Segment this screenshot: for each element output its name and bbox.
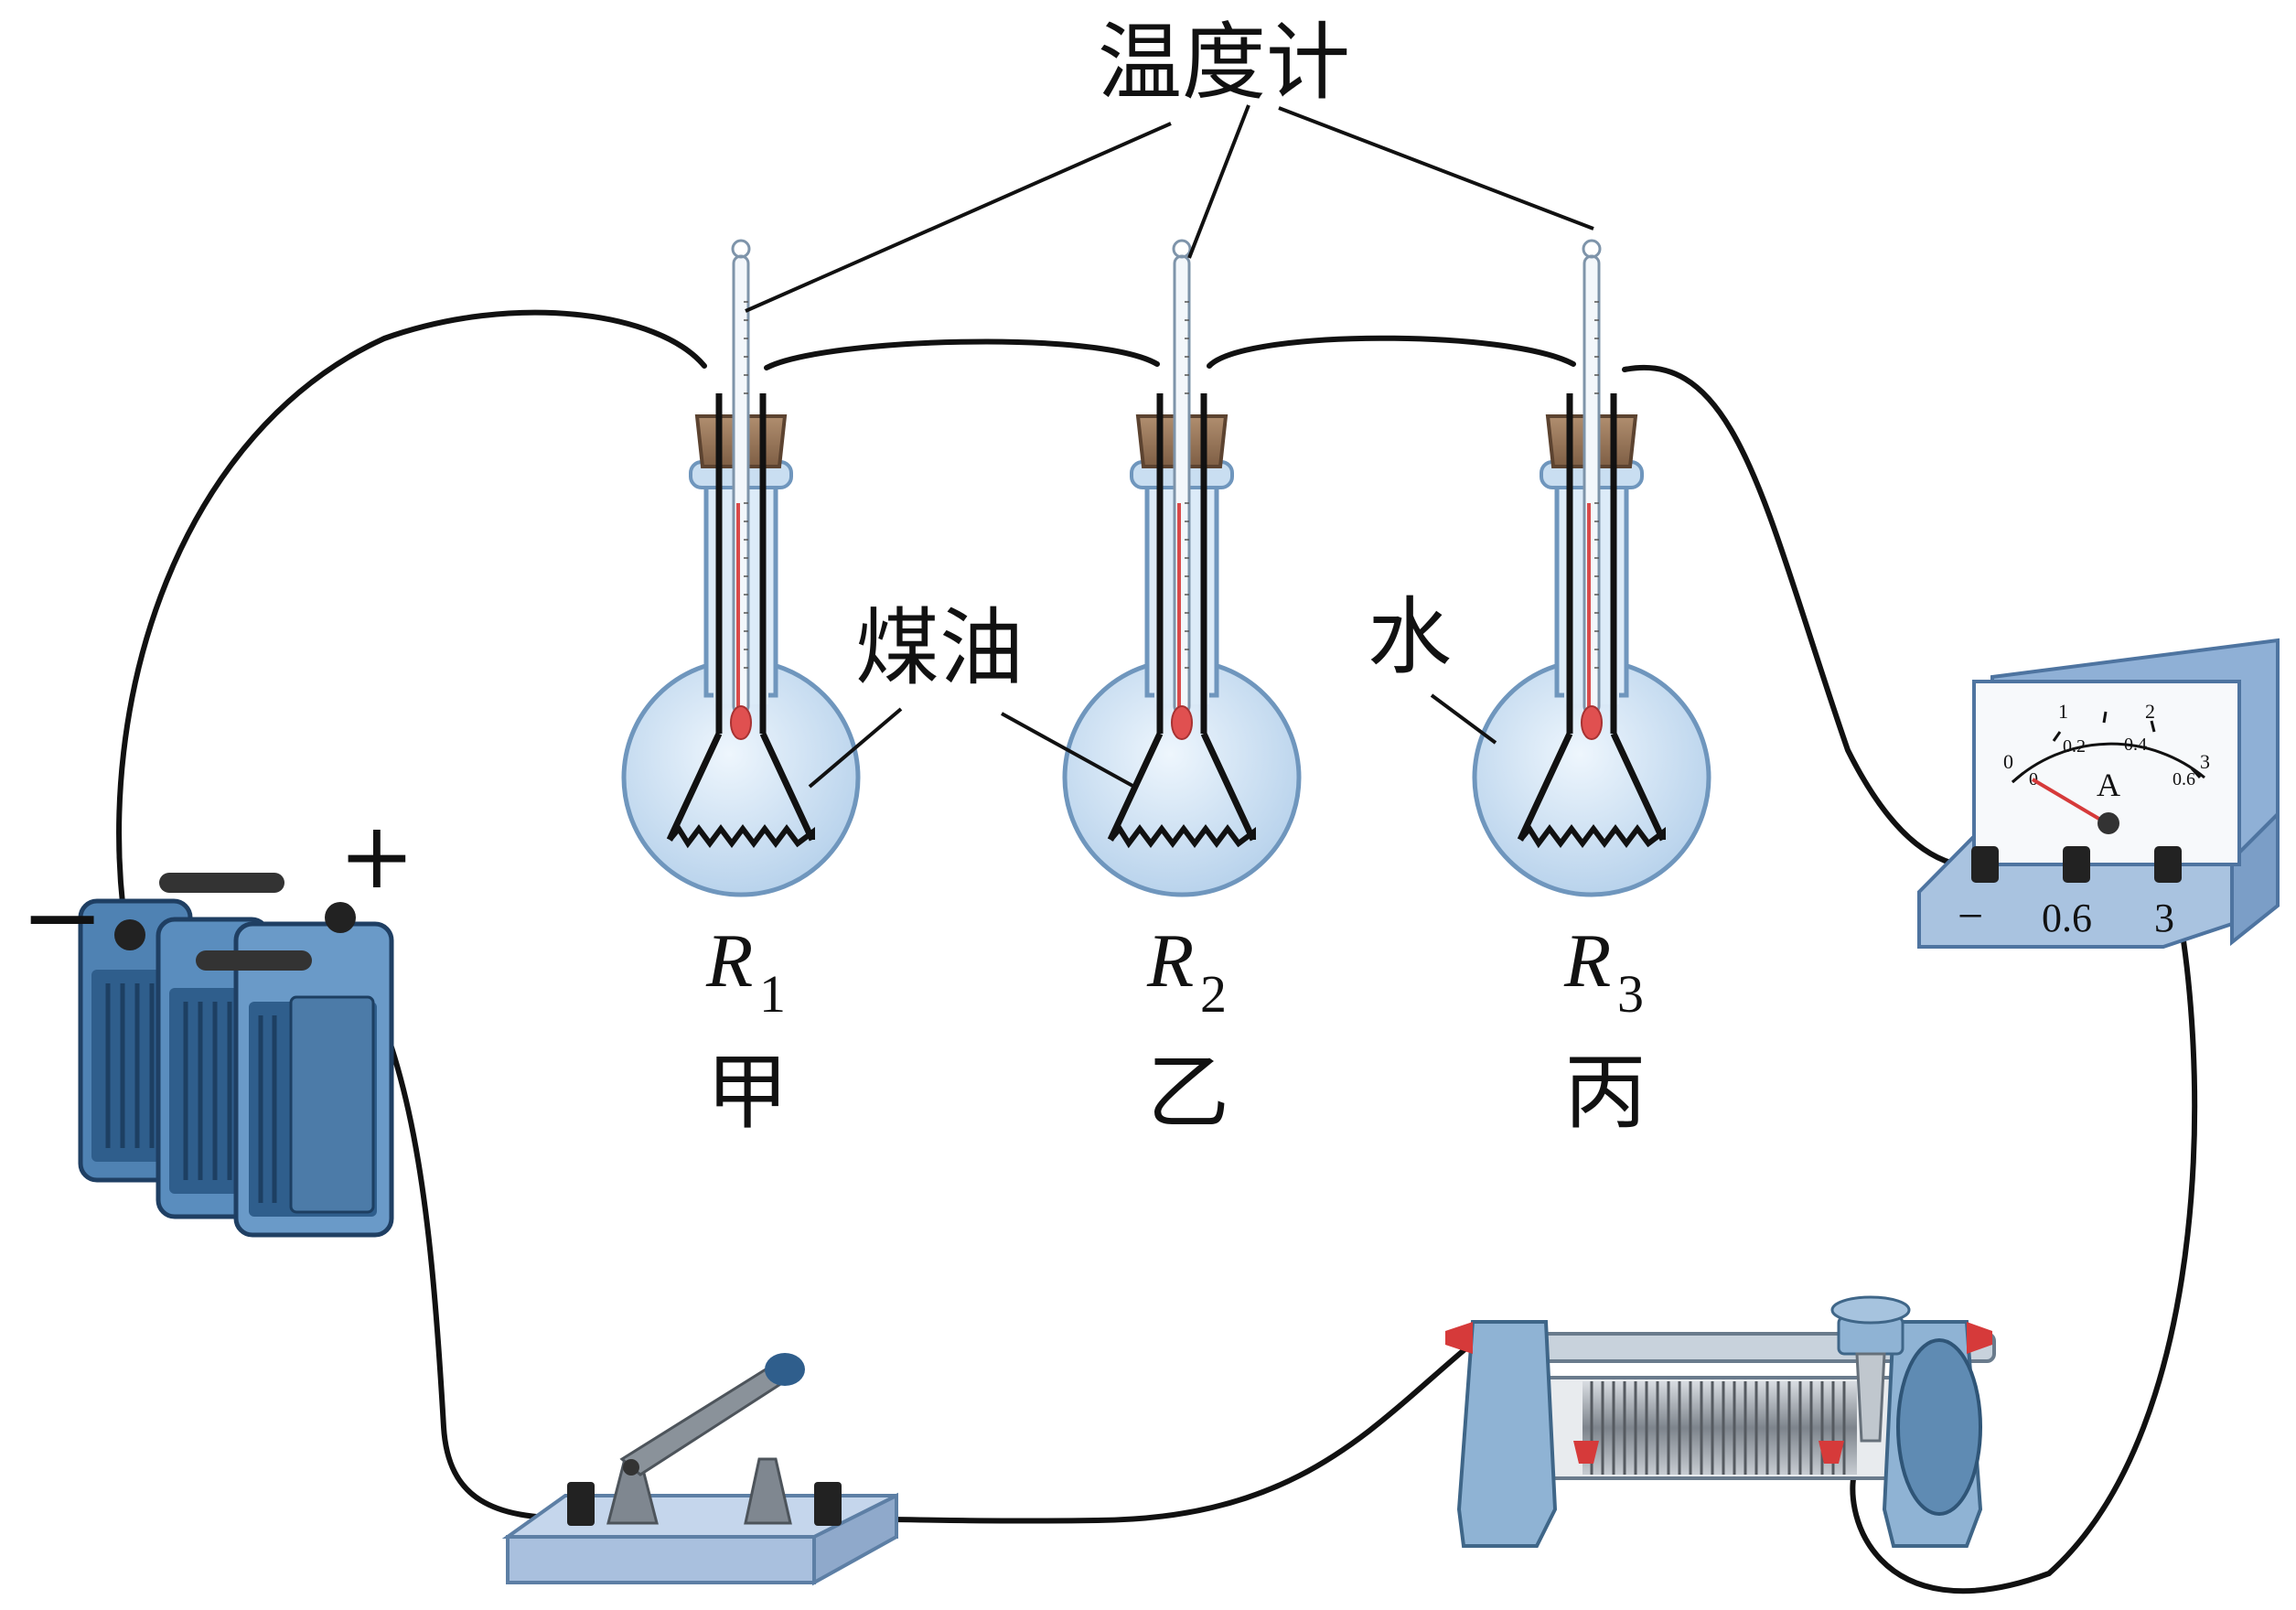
flask-r2 [1065,241,1299,895]
r2-label: R 2 [1146,918,1227,1024]
thermometer-label: 温度计 [1098,14,1350,112]
r3-label: R 3 [1563,918,1644,1024]
negative-sign: − [20,858,104,975]
ammeter-unit: A [2097,767,2120,803]
water-leader [1430,693,1497,745]
rheostat-slider[interactable] [1830,1295,1911,1443]
svg-text:1: 1 [759,964,786,1024]
wire-ammeter-to-rheostat [1850,864,2198,1594]
thermometer-leaders [745,104,1594,313]
knife-switch[interactable] [501,1353,898,1586]
battery-positive-terminal [325,902,356,933]
svg-text:R: R [1146,918,1194,1004]
name-jia: 甲 [706,1045,789,1141]
rheostat-terminal-c [1573,1441,1599,1464]
flask-r1 [624,241,858,895]
battery-pack [78,873,394,1238]
svg-text:0.6: 0.6 [2173,769,2195,789]
rheostat-terminal-d [1819,1441,1844,1464]
water-label: 水 [1368,588,1452,686]
ammeter-needle [2031,778,2108,825]
wire-r3-to-ammeter [1622,365,1986,871]
flask-r3 [1475,241,1709,895]
battery-cell [233,921,394,1238]
name-yi: 乙 [1147,1045,1229,1141]
ammeter-label-0.6: 0.6 [2042,896,2092,940]
switch-handle[interactable] [765,1353,805,1386]
svg-text:0.4: 0.4 [2124,735,2147,755]
kerosene-leaders [808,707,1135,789]
ammeter-label-3: 3 [2154,896,2174,940]
wire-r1-to-r2 [764,338,1160,370]
rheostat-terminal-a [1445,1322,1473,1354]
wire-r2-to-r3 [1207,335,1576,369]
svg-text:0.2: 0.2 [2063,736,2086,757]
svg-text:1: 1 [2058,700,2068,723]
kerosene-label: 煤油 [855,599,1024,697]
rheostat-terminal-b [1967,1322,1992,1354]
wire-rheostat-to-switch [825,1344,1471,1524]
svg-text:3: 3 [1617,964,1644,1024]
circuit-wires [116,309,2198,1594]
svg-text:3: 3 [2200,750,2210,773]
ammeter-terminal-negative[interactable] [1971,846,1999,883]
rheostat[interactable] [1445,1295,1996,1548]
positive-sign: + [338,802,415,909]
svg-text:R: R [1563,918,1611,1004]
name-bing: 丙 [1564,1045,1647,1141]
wire-battery-to-r1 [116,309,707,936]
svg-text:2: 2 [1200,964,1227,1024]
svg-text:2: 2 [2145,700,2155,723]
svg-text:0: 0 [2003,750,2013,773]
battery-negative-terminal [114,919,145,950]
ammeter-label-negative: − [1958,890,1983,941]
svg-text:R: R [705,918,753,1004]
ammeter-terminal-3[interactable] [2154,846,2182,883]
ammeter: 0 1 2 3 0 0.2 0.4 0.6 A − 0.6 3 [1917,638,2280,949]
ammeter-terminal-0.6[interactable] [2063,846,2090,883]
r1-label: R 1 [705,918,786,1024]
